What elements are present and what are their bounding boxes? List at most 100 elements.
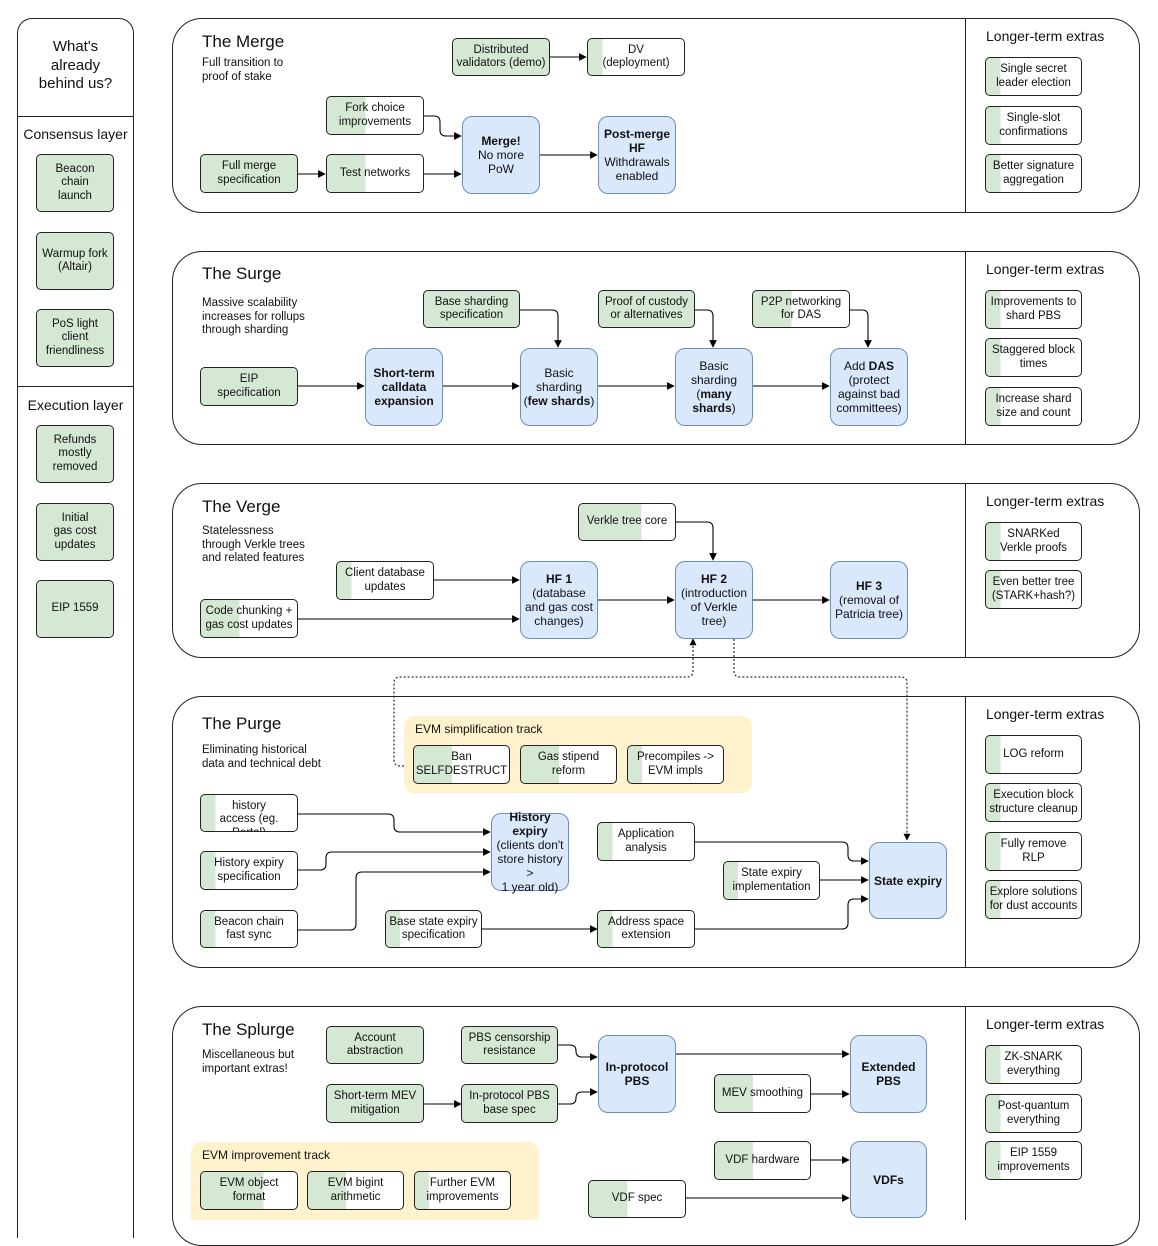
extra-better-signature-aggregation[interactable]: Better signature aggregation [985, 154, 1082, 193]
verge-hf2-milestone[interactable]: HF 2(introduction of Verkle tree) [675, 561, 753, 639]
gas-stipend-reform[interactable]: Gas stipend reform [520, 745, 617, 784]
done-eip-1559[interactable]: EIP 1559 [36, 580, 114, 638]
extra-dust-accounts[interactable]: Explore solutions for dust accounts [985, 880, 1082, 919]
state-expiry-implementation[interactable]: State expiry implementation [723, 861, 820, 900]
extra-single-secret-leader-election[interactable]: Single secret leader election [985, 57, 1082, 96]
purge-title: The Purge [202, 714, 282, 733]
history-question: What's already behind us? [38, 38, 113, 92]
add-das-milestone[interactable]: Add DAS (protect against bad committees) [830, 348, 908, 426]
ban-selfdestruct[interactable]: Ban SELFDESTRUCT [413, 745, 510, 784]
extended-pbs-milestone[interactable]: Extended PBS [850, 1035, 927, 1113]
code-chunking-gas-updates[interactable]: Code chunking + gas cost updates [200, 599, 298, 638]
state-expiry-milestone[interactable]: State expiry [869, 842, 947, 919]
extra-snarked-verkle-proofs[interactable]: SNARKed Verkle proofs [985, 522, 1082, 561]
vdf-hardware[interactable]: VDF hardware [714, 1141, 811, 1180]
done-warmup-fork[interactable]: Warmup fork (Altair) [36, 232, 114, 290]
splurge-desc: Miscellaneous but important extras! [202, 1049, 295, 1075]
extra-increase-shard-size[interactable]: Increase shard size and count [985, 387, 1082, 426]
das-bold: DAS [868, 359, 895, 373]
extra-zk-snark-everything[interactable]: ZK-SNARK everything [985, 1045, 1082, 1084]
verkle-tree-core[interactable]: Verkle tree core [578, 503, 676, 541]
p2p-networking-das[interactable]: P2P networking for DAS [752, 290, 850, 328]
hf2-desc: (introduction of Verkle tree) [680, 586, 748, 628]
done-refunds-removed[interactable]: Refunds mostly removed [36, 425, 114, 483]
beacon-chain-fast-sync[interactable]: Beacon chain fast sync [200, 910, 298, 948]
in-protocol-pbs-base-spec[interactable]: In-protocol PBS base spec [461, 1084, 558, 1123]
verge-hf1-milestone[interactable]: HF 1(database and gas cost changes) [520, 561, 598, 639]
verge-desc: Statelessness through Verkle trees and r… [202, 525, 305, 564]
short-term-mev-mitigation[interactable]: Short-term MEV mitigation [326, 1084, 424, 1123]
vdfs-milestone[interactable]: VDFs [850, 1141, 927, 1218]
merge-panel [172, 18, 1140, 213]
proof-of-custody[interactable]: Proof of custody or alternatives [598, 290, 695, 328]
purge-extras-divider [965, 696, 966, 968]
hf1-title: HF 1 [545, 572, 572, 586]
verge-hf3-milestone[interactable]: HF 3(removal of Patricia tree) [830, 561, 908, 639]
alternative-history-access[interactable]: Alternative history access (eg. Portal) [200, 794, 298, 832]
mev-smoothing[interactable]: MEV smoothing [714, 1074, 811, 1113]
base-sharding-specification[interactable]: Base sharding specification [423, 290, 520, 328]
fork-choice-improvements[interactable]: Fork choice improvements [326, 96, 424, 135]
evm-simplification-track-title: EVM simplification track [415, 722, 543, 736]
further-evm-improvements[interactable]: Further EVM improvements [414, 1171, 511, 1210]
purge-panel [172, 696, 1140, 968]
extra-staggered-block-times[interactable]: Staggered block times [985, 338, 1082, 377]
splurge-extras-title: Longer-term extras [986, 1016, 1105, 1032]
verge-extras-divider [965, 483, 966, 658]
pbs-censorship-resistance[interactable]: PBS censorship resistance [461, 1026, 558, 1064]
done-initial-gas-cost[interactable]: Initial gas cost updates [36, 503, 114, 561]
done-pos-light-client[interactable]: PoS light client friendliness [36, 309, 114, 367]
extra-log-reform[interactable]: LOG reform [985, 735, 1082, 774]
dv-deployment[interactable]: DV (deployment) [587, 38, 685, 76]
account-abstraction[interactable]: Account abstraction [326, 1026, 424, 1064]
vdf-spec[interactable]: VDF spec [588, 1180, 686, 1218]
short-term-calldata-milestone[interactable]: Short-term calldata expansion [365, 348, 443, 426]
merge-milestone[interactable]: Merge!No more PoW [462, 116, 540, 194]
application-analysis[interactable]: Application analysis [597, 822, 695, 861]
extra-eip-1559-improvements[interactable]: EIP 1559 improvements [985, 1141, 1082, 1180]
basic-sharding-few-milestone[interactable]: Basic sharding (few shards) [520, 348, 598, 426]
evm-bigint-arithmetic[interactable]: EVM bigint arithmetic [307, 1171, 404, 1210]
extra-execution-block-cleanup[interactable]: Execution block structure cleanup [985, 783, 1082, 822]
post-merge-title: Post-merge HF [603, 127, 671, 155]
test-networks[interactable]: Test networks [326, 154, 424, 193]
extra-post-quantum-everything[interactable]: Post-quantum everything [985, 1094, 1082, 1133]
extra-fully-remove-rlp[interactable]: Fully remove RLP [985, 832, 1082, 871]
history-expiry-specification[interactable]: History expiry specification [200, 851, 298, 890]
consensus-layer-title: Consensus layer [23, 126, 128, 142]
merge-extras-divider [965, 18, 966, 213]
history-panel [17, 18, 134, 1238]
address-space-extension[interactable]: Address space extension [597, 910, 695, 948]
history-divider-mid [17, 386, 134, 387]
hf2-title: HF 2 [700, 572, 727, 586]
splurge-title: The Splurge [202, 1020, 295, 1039]
full-merge-specification[interactable]: Full merge specification [200, 154, 298, 193]
execution-layer-title: Execution layer [27, 397, 124, 413]
extra-even-better-tree[interactable]: Even better tree (STARK+hash?) [985, 570, 1082, 609]
history-expiry-milestone[interactable]: History expiry(clients don't store histo… [491, 810, 569, 894]
evm-object-format[interactable]: EVM object format [200, 1171, 298, 1210]
client-database-updates[interactable]: Client database updates [336, 561, 434, 600]
surge-panel [172, 251, 1140, 445]
extra-single-slot-confirmations[interactable]: Single-slot confirmations [985, 106, 1082, 145]
state-expiry-title: State expiry [873, 873, 943, 888]
verge-extras-title: Longer-term extras [986, 493, 1105, 509]
merge-desc: Full transition to proof of stake [202, 57, 284, 83]
merge-title: The Merge [202, 32, 285, 51]
distributed-validators-demo[interactable]: Distributed validators (demo) [452, 38, 550, 76]
done-beacon-chain-launch[interactable]: Beacon chain launch [36, 154, 114, 212]
history-expiry-desc: (clients don't store history > 1 year ol… [496, 838, 564, 894]
extra-improvements-shard-pbs[interactable]: Improvements to shard PBS [985, 290, 1082, 329]
eip-specification[interactable]: EIP specification [200, 367, 298, 406]
base-state-expiry-specification[interactable]: Base state expiry specification [385, 910, 482, 948]
precompiles-evm-impls[interactable]: Precompiles -> EVM impls [627, 745, 724, 784]
verge-title: The Verge [202, 497, 281, 516]
basic-sharding-many-milestone[interactable]: Basic sharding (many shards) [675, 348, 753, 426]
hf1-desc: (database and gas cost changes) [524, 586, 594, 628]
in-protocol-pbs-milestone[interactable]: In-protocol PBS [598, 1035, 676, 1113]
merge-milestone-desc: No more PoW [477, 148, 524, 176]
merge-milestone-title: Merge! [481, 134, 521, 148]
history-expiry-title: History expiry [509, 810, 551, 838]
evm-improvement-track-title: EVM improvement track [202, 1148, 331, 1162]
